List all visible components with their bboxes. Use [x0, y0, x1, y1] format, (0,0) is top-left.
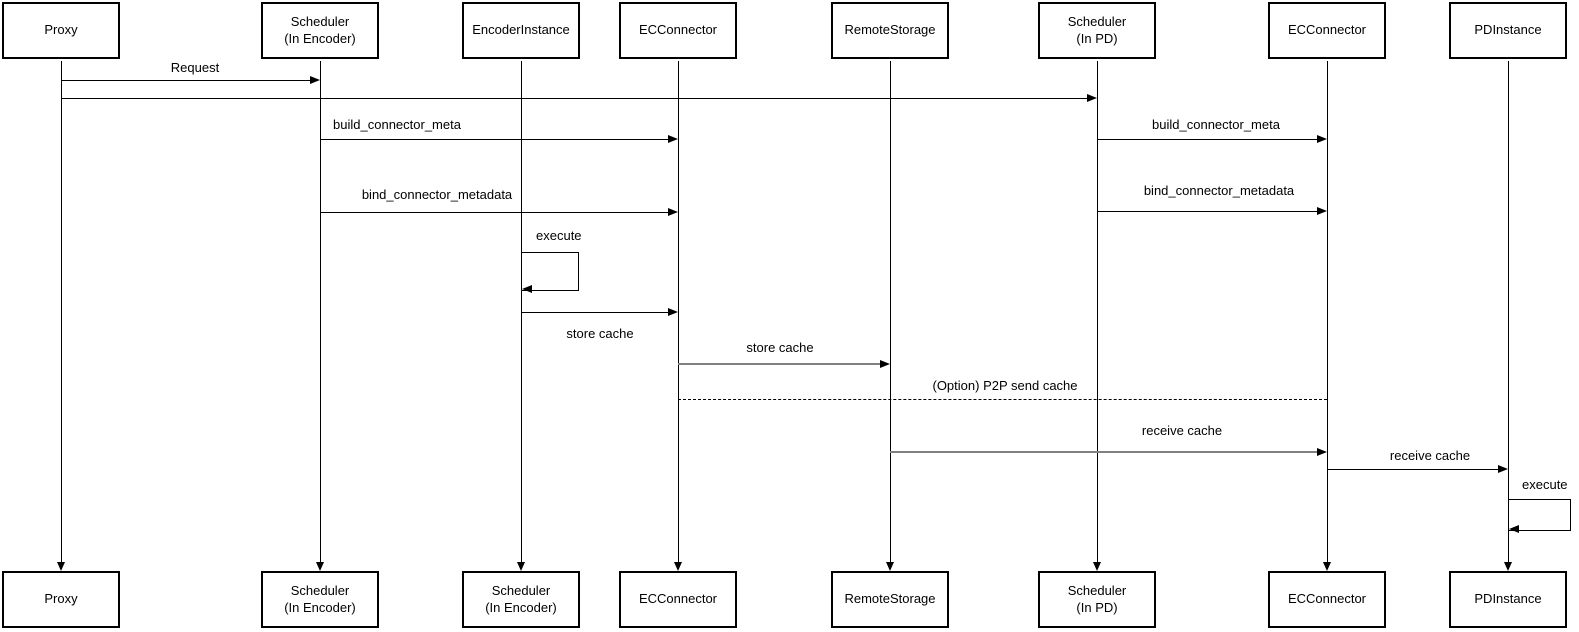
message-line-store-cache-to-connector	[521, 312, 668, 313]
message-label-store-cache-to-remote: store cache	[744, 340, 816, 355]
actor-bottom-encoder-instance: Scheduler (In Encoder)	[462, 571, 580, 628]
message-arrowhead-store-cache-to-connector	[668, 308, 678, 316]
message-arrowhead-receive-cache-to-connector	[1317, 448, 1327, 456]
message-line-proxy-to-scheduler-pd	[61, 98, 1087, 99]
message-label-p2p-send-cache: (Option) P2P send cache	[930, 378, 1080, 393]
lifeline-pd-instance	[1508, 61, 1509, 562]
actor-top-remote-storage: RemoteStorage	[831, 2, 949, 59]
message-label-bind-connector-metadata-encoder: bind_connector_metadata	[359, 187, 515, 202]
actor-top-scheduler-encoder: Scheduler (In Encoder)	[261, 2, 379, 59]
lifeline-arrowhead-scheduler-encoder	[315, 562, 324, 571]
message-line-receive-cache-to-connector	[890, 451, 1317, 453]
lifeline-scheduler-encoder	[320, 61, 321, 562]
lifeline-encoder-instance	[521, 61, 522, 562]
message-line-bind-connector-metadata-encoder	[320, 212, 668, 213]
message-arrowhead-receive-cache-to-pd	[1498, 465, 1508, 473]
message-line-request	[61, 80, 310, 81]
lifeline-arrowhead-proxy	[56, 562, 65, 571]
actor-top-encoder-instance: EncoderInstance	[462, 2, 580, 59]
message-label-receive-cache-to-pd: receive cache	[1387, 448, 1473, 463]
actor-top-pd-instance: PDInstance	[1449, 2, 1567, 59]
message-arrowhead-proxy-to-scheduler-pd	[1087, 94, 1097, 102]
actor-top-ec-connector-1: ECConnector	[619, 2, 737, 59]
lifeline-remote-storage	[890, 61, 891, 562]
self-loop-execute-pd	[1508, 499, 1571, 531]
lifeline-proxy	[61, 61, 62, 562]
lifeline-ec-connector-1	[678, 61, 679, 562]
lifeline-arrowhead-ec-connector-2	[1322, 562, 1331, 571]
actor-bottom-scheduler-pd: Scheduler (In PD)	[1038, 571, 1156, 628]
message-label-execute-pd: execute	[1520, 477, 1570, 492]
message-label-build-connector-meta-encoder: build_connector_meta	[331, 117, 463, 132]
actor-top-ec-connector-2: ECConnector	[1268, 2, 1386, 59]
message-arrowhead-bind-connector-metadata-encoder	[668, 208, 678, 216]
actor-bottom-ec-connector-1: ECConnector	[619, 571, 737, 628]
message-label-store-cache-to-connector: store cache	[564, 326, 636, 341]
lifeline-arrowhead-encoder-instance	[516, 562, 525, 571]
message-label-build-connector-meta-pd: build_connector_meta	[1150, 117, 1282, 132]
lifeline-scheduler-pd	[1097, 61, 1098, 562]
actor-bottom-pd-instance: PDInstance	[1449, 571, 1567, 628]
message-arrowhead-build-connector-meta-pd	[1317, 135, 1327, 143]
message-line-bind-connector-metadata-pd	[1097, 211, 1317, 212]
message-line-receive-cache-to-pd	[1327, 469, 1498, 470]
actor-top-scheduler-pd: Scheduler (In PD)	[1038, 2, 1156, 59]
message-line-build-connector-meta-pd	[1097, 139, 1317, 140]
lifeline-arrowhead-ec-connector-1	[673, 562, 682, 571]
actor-bottom-ec-connector-2: ECConnector	[1268, 571, 1386, 628]
message-arrowhead-build-connector-meta-encoder	[668, 135, 678, 143]
lifeline-arrowhead-remote-storage	[885, 562, 894, 571]
lifeline-arrowhead-scheduler-pd	[1092, 562, 1101, 571]
message-line-store-cache-to-remote	[678, 363, 880, 365]
message-label-bind-connector-metadata-pd: bind_connector_metadata	[1141, 183, 1297, 198]
message-line-build-connector-meta-encoder	[320, 139, 668, 140]
self-loop-execute-encoder	[521, 252, 579, 291]
actor-bottom-scheduler-encoder: Scheduler (In Encoder)	[261, 571, 379, 628]
message-line-p2p-send-cache	[678, 399, 1327, 400]
message-arrowhead-bind-connector-metadata-pd	[1317, 207, 1327, 215]
lifeline-ec-connector-2	[1327, 61, 1328, 562]
message-label-execute-encoder: execute	[534, 228, 584, 243]
lifeline-arrowhead-pd-instance	[1503, 562, 1512, 571]
actor-bottom-proxy: Proxy	[2, 571, 120, 628]
message-arrowhead-store-cache-to-remote	[880, 360, 890, 368]
message-label-receive-cache-to-connector: receive cache	[1139, 423, 1225, 438]
actor-bottom-remote-storage: RemoteStorage	[831, 571, 949, 628]
message-arrowhead-execute-pd	[1509, 525, 1519, 533]
message-label-request: Request	[168, 60, 222, 75]
message-arrowhead-execute-encoder	[522, 285, 532, 293]
actor-top-proxy: Proxy	[2, 2, 120, 59]
message-arrowhead-request	[310, 76, 320, 84]
